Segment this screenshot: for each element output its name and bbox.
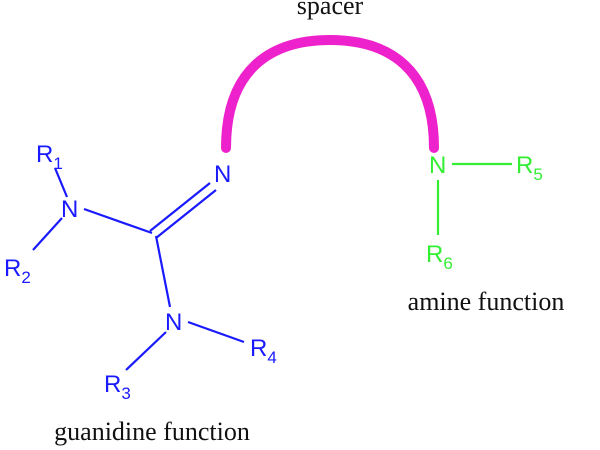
bond-c-n-double-b (155, 189, 217, 239)
amine-bonds (436, 162, 512, 235)
amine-function-label: amine function (408, 287, 565, 316)
amino-nitrogen-left: N (61, 196, 78, 223)
bond-n-r4 (187, 320, 245, 344)
substituent-r3: R3 (104, 371, 131, 403)
bond-r1-n (53, 167, 69, 198)
bond-n-r2 (32, 217, 63, 251)
substituent-r4: R4 (250, 335, 277, 367)
spacer-label: spacer (297, 0, 364, 20)
bond-c-n-double-a (149, 182, 211, 232)
substituent-r2: R2 (4, 255, 31, 287)
substituent-r5: R5 (516, 152, 543, 184)
substituent-r1: R1 (36, 141, 63, 173)
imine-nitrogen: N (214, 161, 231, 188)
guanidine-function-label: guanidine function (54, 417, 250, 446)
bond-n-c (83, 207, 153, 235)
bond-n-r3 (125, 331, 167, 371)
amino-nitrogen-lower: N (165, 309, 182, 336)
guanidine-bonds (32, 167, 245, 371)
substituent-r6: R6 (426, 241, 453, 273)
bond-c-n-lower (154, 235, 172, 308)
spacer-arc (221, 34, 439, 153)
amine-nitrogen: N (429, 152, 446, 179)
amine-atoms: N R5 R6 (426, 152, 543, 273)
guanidine-atoms: N N N R1 R2 R3 R4 (4, 141, 277, 403)
